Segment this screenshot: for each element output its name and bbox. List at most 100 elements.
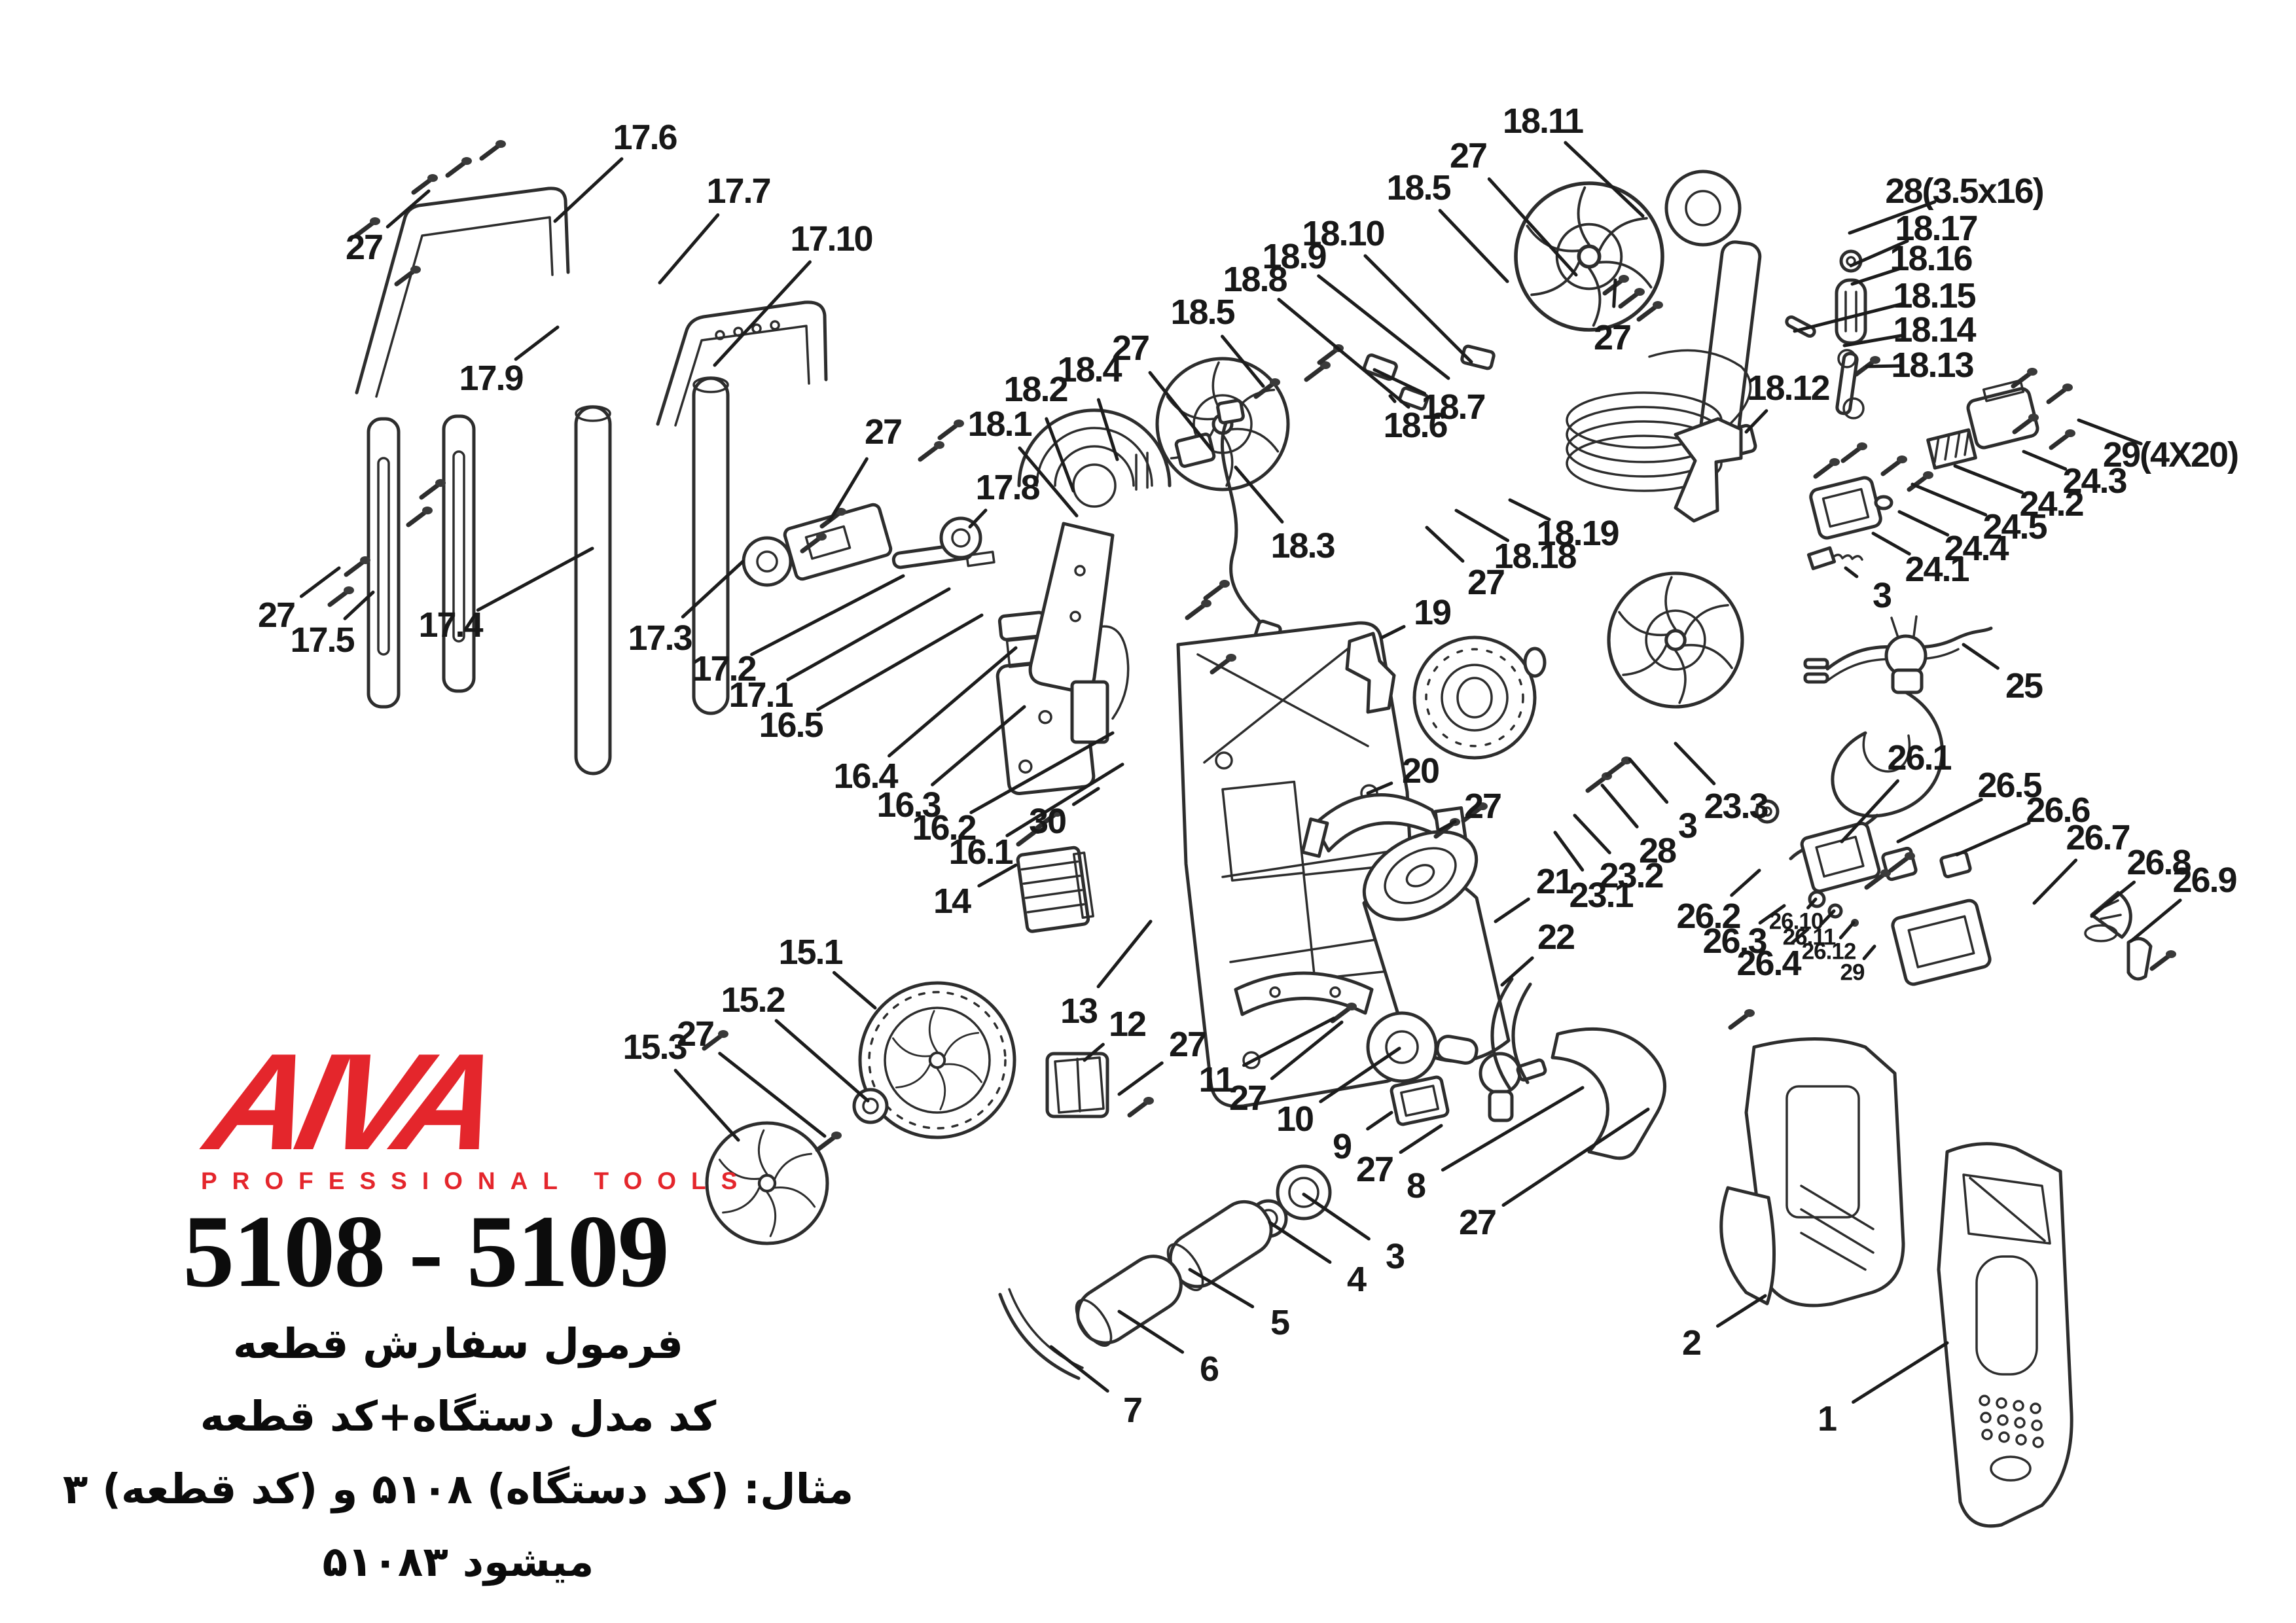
part-callout-16.4: 16.4 bbox=[833, 757, 898, 796]
leader-line bbox=[1454, 508, 1510, 543]
part-callout-18.19: 18.19 bbox=[1536, 514, 1619, 553]
part-callout-19: 19 bbox=[1414, 593, 1451, 632]
part-callout-24.4: 24.4 bbox=[1944, 529, 2009, 568]
sketch-bracket-19 bbox=[1345, 632, 1396, 714]
leader-line bbox=[2022, 450, 2068, 471]
leader-line bbox=[786, 587, 951, 681]
leader-line bbox=[1438, 209, 1509, 283]
part-callout-24.3: 24.3 bbox=[2062, 461, 2126, 501]
part-callout-27: 27 bbox=[1356, 1150, 1393, 1189]
part-callout-26.5: 26.5 bbox=[1977, 766, 2041, 805]
part-callout-18.5: 18.5 bbox=[1386, 168, 1450, 207]
part-callout-26.8: 26.8 bbox=[2126, 843, 2191, 882]
part-callout-15.2: 15.2 bbox=[721, 980, 784, 1020]
leader-line bbox=[774, 1019, 870, 1103]
part-callout-18.11: 18.11 bbox=[1503, 101, 1583, 141]
leader-line bbox=[828, 457, 869, 522]
leader-line bbox=[750, 574, 905, 656]
part-callout-4: 4 bbox=[1347, 1260, 1367, 1299]
leader-line bbox=[1399, 1124, 1443, 1154]
part-callout-23.1: 23.1 bbox=[1569, 876, 1633, 915]
leader-line bbox=[713, 260, 812, 367]
leader-line bbox=[2129, 899, 2182, 943]
part-callout-27: 27 bbox=[1450, 136, 1486, 175]
part-callout-15.1: 15.1 bbox=[778, 933, 842, 972]
sketch-cylinder-6 bbox=[1075, 1255, 1183, 1347]
leader-line bbox=[1501, 1107, 1650, 1207]
leader-line bbox=[1674, 741, 1716, 785]
leader-line bbox=[1096, 919, 1153, 989]
leader-line bbox=[673, 1069, 740, 1142]
brand-logo: AIVA PROFESSIONAL TOOLS bbox=[193, 1025, 737, 1195]
leader-line bbox=[1425, 526, 1465, 563]
part-callout-9: 9 bbox=[1333, 1127, 1352, 1166]
leader-line bbox=[888, 646, 1018, 758]
part-callout-12: 12 bbox=[1109, 1005, 1145, 1044]
leader-line bbox=[1221, 334, 1265, 388]
leader-line bbox=[1715, 1294, 1767, 1328]
leader-line bbox=[1277, 298, 1410, 409]
part-callout-13: 13 bbox=[1060, 991, 1098, 1031]
leader-line bbox=[1844, 566, 1859, 579]
leader-line bbox=[1790, 927, 1810, 945]
sketch-latch-assembly bbox=[742, 503, 996, 587]
part-callout-23.2: 23.2 bbox=[1599, 856, 1662, 895]
order-note-line-4: میشود ۵۱۰۸۳ bbox=[322, 1538, 594, 1586]
leader-line bbox=[1388, 394, 1397, 403]
sketch-poles bbox=[367, 376, 730, 776]
leader-line bbox=[931, 705, 1026, 787]
part-callout-27: 27 bbox=[346, 228, 382, 267]
sketch-housing-2 bbox=[1719, 1037, 1905, 1308]
part-callout-26.9: 26.9 bbox=[2172, 861, 2236, 900]
sketch-handle-upper bbox=[355, 187, 570, 398]
part-callout-18.5: 18.5 bbox=[1170, 293, 1234, 332]
part-callout-18.14: 18.14 bbox=[1893, 310, 1976, 349]
sketch-bracket-18-12 bbox=[1674, 417, 1743, 523]
part-callout-27: 27 bbox=[1594, 318, 1630, 357]
part-callout-21: 21 bbox=[1536, 862, 1573, 901]
part-callout-24.1: 24.1 bbox=[1905, 550, 1969, 589]
part-callout-3: 3 bbox=[1873, 576, 1892, 615]
leader-line bbox=[1005, 762, 1124, 838]
part-callout-17.1: 17.1 bbox=[728, 675, 793, 715]
sketch-ribbed-wheel bbox=[1412, 635, 1537, 760]
leader-line bbox=[1553, 830, 1585, 872]
part-callout-17.10: 17.10 bbox=[790, 219, 872, 259]
part-callout-27: 27 bbox=[1467, 563, 1504, 602]
leader-line bbox=[1600, 783, 1639, 829]
leader-line bbox=[1871, 531, 1911, 556]
sketch-handle-grip bbox=[656, 300, 828, 427]
sketch-fan-top bbox=[1516, 183, 1662, 330]
leader-line bbox=[1839, 921, 1856, 940]
part-callout-10: 10 bbox=[1276, 1099, 1313, 1139]
leader-line bbox=[1840, 779, 1899, 844]
sketch-arc-7 bbox=[998, 1293, 1081, 1380]
part-callout-17.6: 17.6 bbox=[613, 118, 677, 157]
leader-line bbox=[1188, 1268, 1255, 1309]
sketch-hubcap-15-3 bbox=[705, 1121, 829, 1245]
leader-line bbox=[386, 189, 431, 229]
leader-line bbox=[1862, 944, 1876, 961]
leader-line bbox=[718, 1052, 827, 1138]
leader-line bbox=[1372, 368, 1427, 395]
leader-line bbox=[832, 971, 877, 1010]
part-callout-26.3: 26.3 bbox=[1702, 921, 1767, 961]
sketch-wheel-15-1 bbox=[858, 981, 1016, 1139]
leader-line bbox=[2090, 880, 2136, 918]
part-callout-29(4X20): 29(4X20) bbox=[2103, 435, 2238, 474]
leader-line bbox=[1744, 409, 1768, 434]
part-callout-8: 8 bbox=[1407, 1166, 1426, 1205]
leader-line bbox=[1842, 333, 1905, 348]
part-callout-1: 1 bbox=[1818, 1399, 1837, 1438]
leader-line bbox=[1628, 757, 1669, 804]
sketch-power-cord bbox=[1755, 615, 1944, 861]
part-callout-26.10: 26.10 bbox=[1769, 909, 1823, 935]
leader-line bbox=[969, 731, 1115, 814]
leader-line bbox=[1793, 302, 1905, 333]
sketch-panel-1 bbox=[1937, 1142, 2073, 1528]
sketch-switch-cluster bbox=[1800, 821, 2153, 986]
leader-line bbox=[1820, 909, 1836, 926]
sketch-pack-14 bbox=[1016, 846, 1094, 933]
